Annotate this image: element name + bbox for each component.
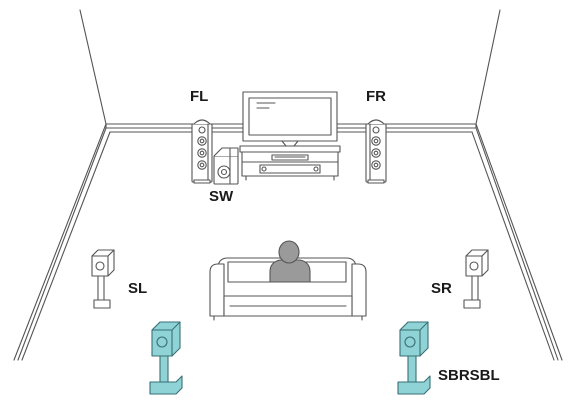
label-sw: SW [209,188,234,205]
label-sbrsbl: SBRSBL [438,367,500,384]
speaker-sr [463,249,489,309]
speaker-fl [191,119,213,184]
speaker-fr [365,119,387,184]
tv [242,91,338,147]
tv-stand [239,145,341,181]
listener [269,240,311,283]
speaker-sl [91,249,115,309]
label-sl: SL [128,280,148,297]
speaker-sw [213,147,239,185]
label-sr: SR [431,280,452,297]
label-fr: FR [366,88,386,105]
speaker-sbl [149,321,183,395]
label-fl: FL [190,88,209,105]
speaker-sbr [397,321,431,395]
